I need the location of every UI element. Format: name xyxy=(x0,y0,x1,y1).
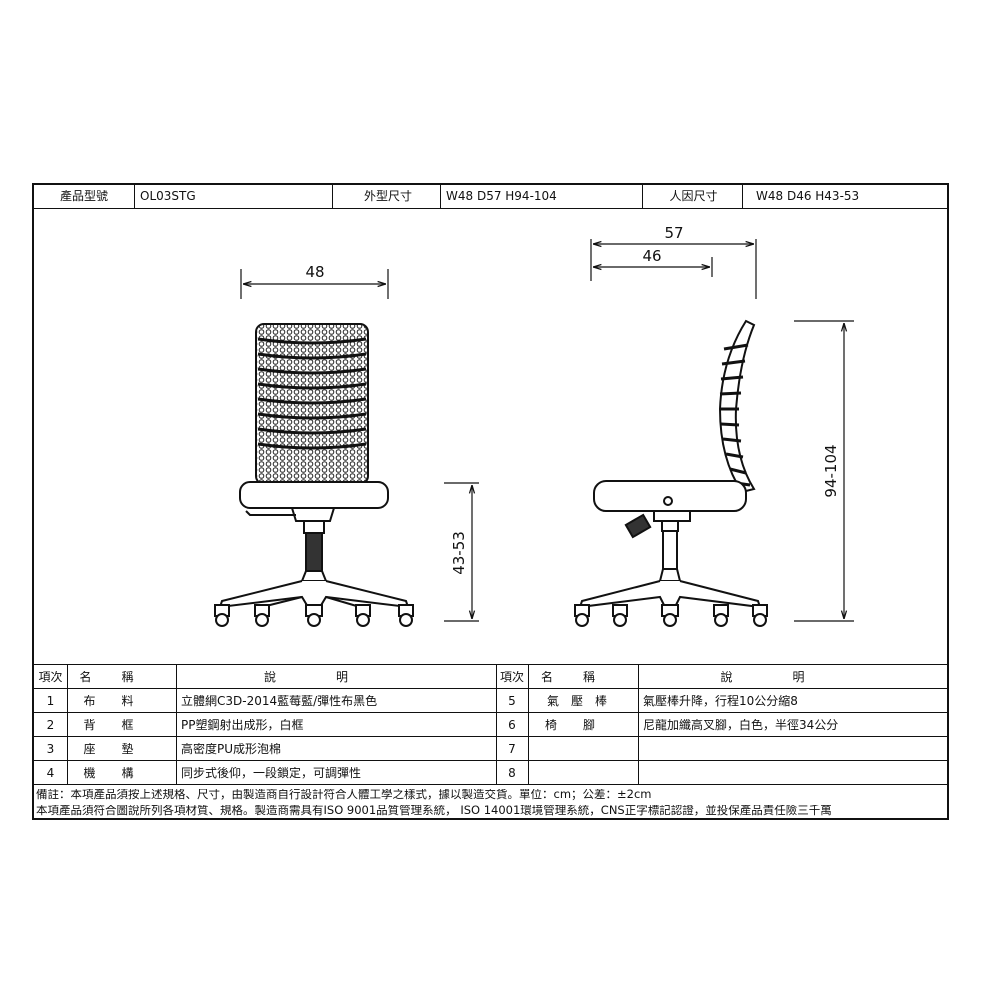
front-width-label: 48 xyxy=(305,263,324,281)
row2-name: 背框 xyxy=(83,719,160,731)
row6-desc: 尼龍加纖高叉腳，白色，半徑34公分 xyxy=(643,719,839,731)
side-depth-label: 57 xyxy=(664,224,683,242)
size-value: W48 D57 H94-104 xyxy=(446,190,557,202)
col-desc-left: 說明 xyxy=(263,671,408,683)
row4-no: 4 xyxy=(46,767,55,779)
front-view-chair xyxy=(214,323,414,627)
row5-name: 氣壓棒 xyxy=(546,695,619,707)
row1-no: 1 xyxy=(46,695,55,707)
row8-no: 8 xyxy=(508,767,516,779)
row5-desc: 氣壓棒升降，行程10公分縮8 xyxy=(643,695,798,707)
col-item-left: 項次 xyxy=(38,671,63,683)
side-view-chair xyxy=(574,319,768,627)
spec-sheet: 產品型號 OL03STG 外型尺寸 W48 D57 H94-104 人因尺寸 W… xyxy=(32,183,949,820)
row3-name: 座墊 xyxy=(83,743,160,755)
col-name-right: 名稱 xyxy=(540,671,625,683)
note-line-2: 本項產品須符合圖說所列各項材質、規格。製造商需具有ISO 9001品質管理系統，… xyxy=(36,805,832,817)
row5-no: 5 xyxy=(508,695,516,707)
row2-desc: PP塑鋼射出成形，白框 xyxy=(181,719,304,731)
ergo-value: W48 D46 H43-53 xyxy=(756,190,860,202)
side-seat-depth-label: 46 xyxy=(642,247,661,265)
size-label: 外型尺寸 xyxy=(363,190,412,202)
col-desc-right: 說明 xyxy=(720,671,865,683)
row6-no: 6 xyxy=(508,719,516,731)
col-item-right: 項次 xyxy=(499,671,524,683)
row6-name: 椅腳 xyxy=(544,719,621,731)
row1-desc: 立體網C3D-2014藍莓藍/彈性布黑色 xyxy=(181,695,378,707)
model-value: OL03STG xyxy=(140,190,196,202)
row4-name: 機構 xyxy=(83,767,160,779)
ergo-label: 人因尺寸 xyxy=(669,190,718,202)
row7-no: 7 xyxy=(508,743,516,755)
front-seat-height-label: 43-53 xyxy=(450,531,468,575)
dimension-lines xyxy=(240,239,854,622)
chair-drawing: 48 43-53 57 46 94-104 xyxy=(214,224,854,627)
row2-no: 2 xyxy=(46,719,55,731)
row3-desc: 高密度PU成形泡棉 xyxy=(181,743,282,755)
col-name-left: 名稱 xyxy=(79,671,164,683)
row1-name: 布料 xyxy=(83,695,160,707)
side-height-label: 94-104 xyxy=(822,444,840,497)
model-label: 產品型號 xyxy=(59,190,108,202)
row4-desc: 同步式後仰，一段鎖定，可調彈性 xyxy=(181,767,362,779)
note-line-1: 備註：本項產品須按上述規格、尺寸，由製造商自行設計符合人體工學之樣式，據以製造交… xyxy=(36,789,652,801)
row3-no: 3 xyxy=(46,743,55,755)
